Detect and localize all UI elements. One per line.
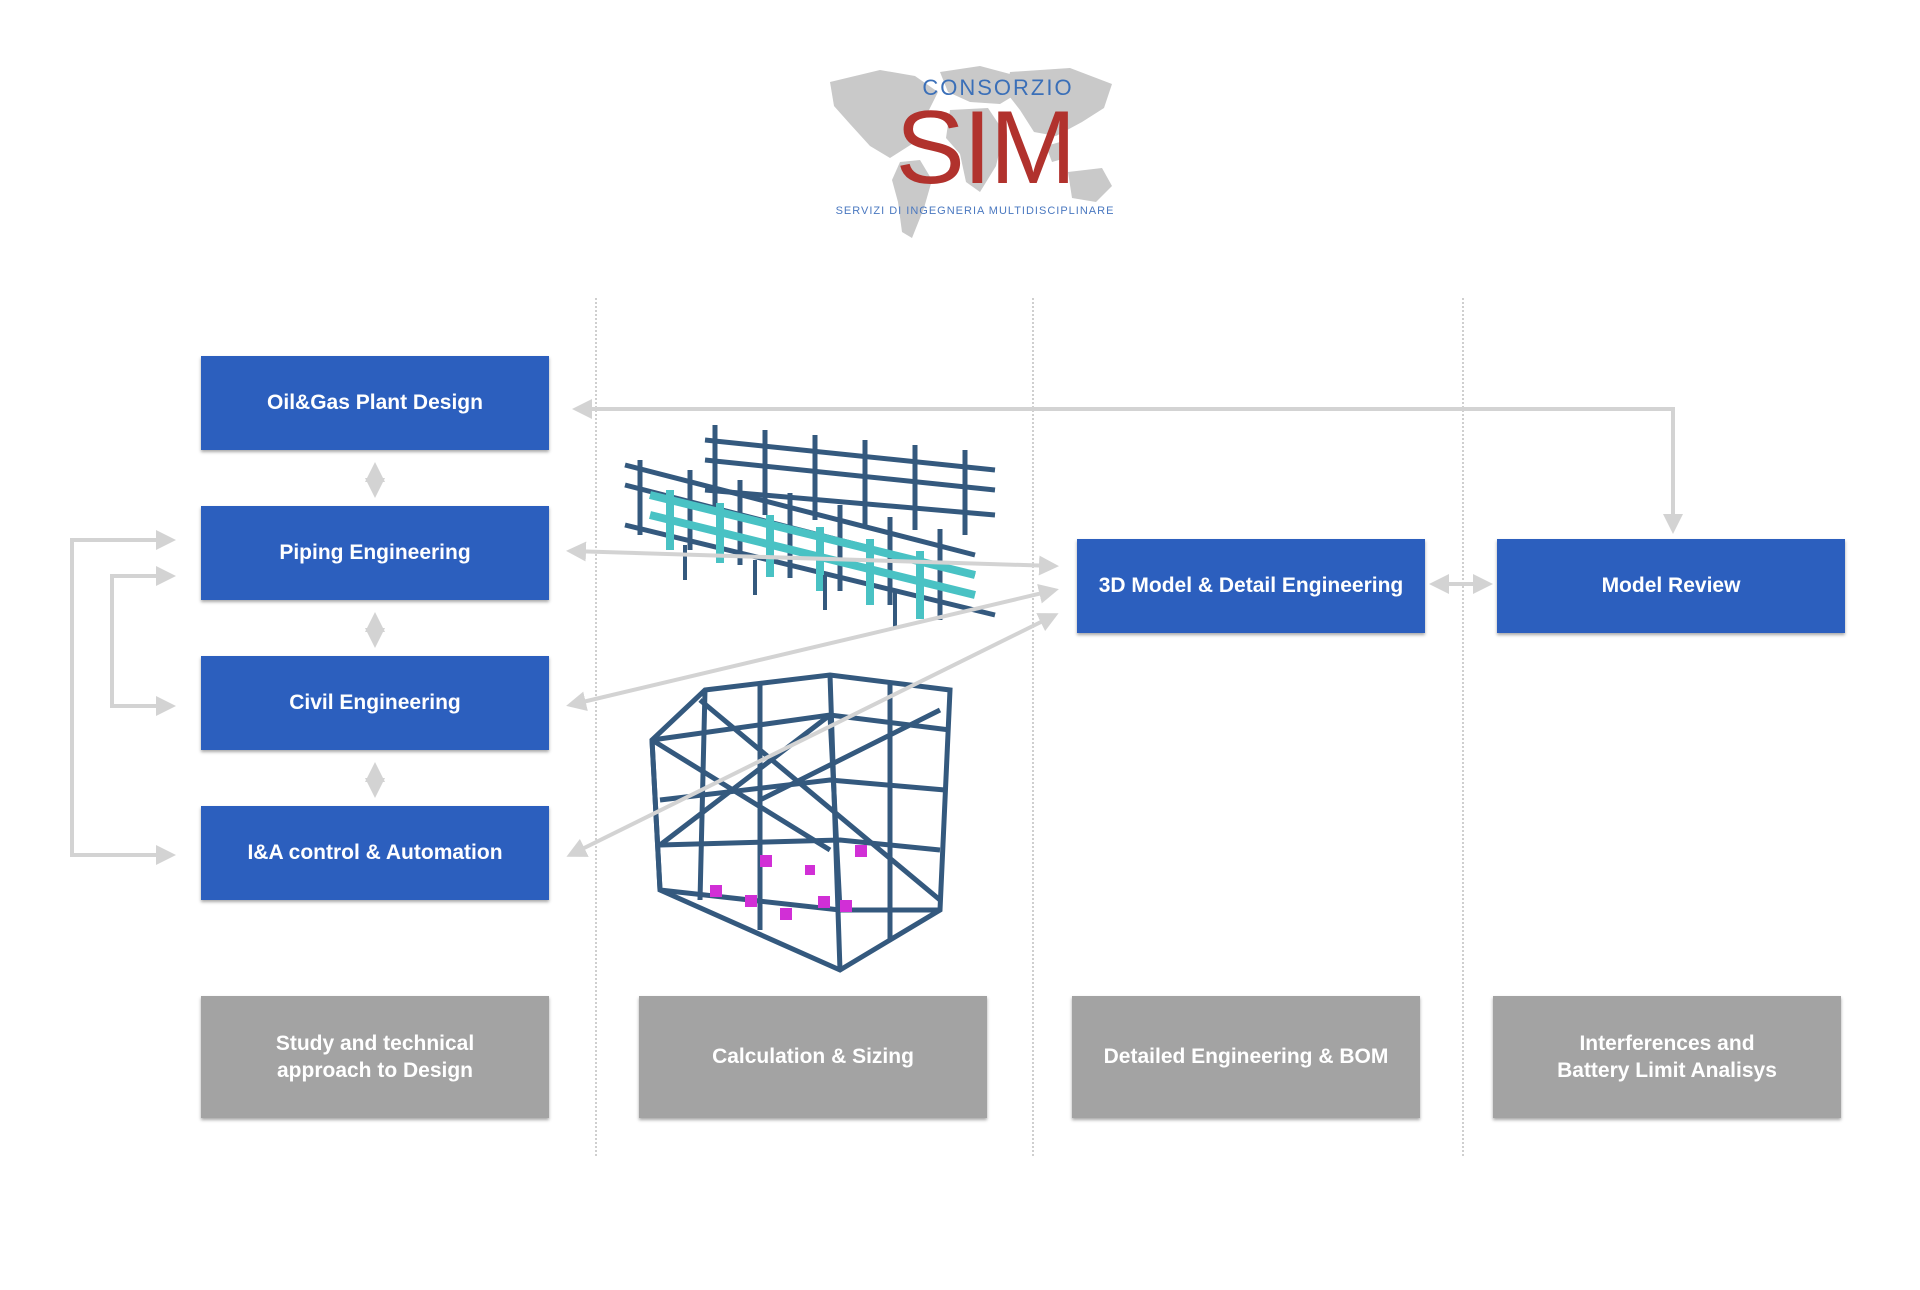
double-arrow xyxy=(566,583,1059,712)
box-ia-control-automation: I&A control & Automation xyxy=(201,806,549,900)
box-model-review: Model Review xyxy=(1497,539,1845,633)
phase-detailed-engineering-bom: Detailed Engineering & BOM xyxy=(1072,996,1420,1118)
loop-arrow xyxy=(110,574,176,716)
double-arrow xyxy=(566,541,1059,576)
column-separator xyxy=(1462,298,1464,1156)
consorzio-sim-logo: CONSORZIO SIM SERVIZI DI INGEGNERIA MULT… xyxy=(820,62,1120,242)
phase-calculation-sizing: Calculation & Sizing xyxy=(639,996,987,1118)
double-arrow xyxy=(566,613,1059,857)
phase-study-design: Study and technical approach to Design xyxy=(201,996,549,1118)
box-3d-model-detail-engineering: 3D Model & Detail Engineering xyxy=(1077,539,1425,633)
logo-tagline: SERVIZI DI INGEGNERIA MULTIDISCIPLINARE xyxy=(835,205,1115,217)
phase-interferences-battery-limit: Interferences and Battery Limit Analisys xyxy=(1493,996,1841,1118)
box-civil-engineering: Civil Engineering xyxy=(201,656,549,750)
box-oilgas-plant-design: Oil&Gas Plant Design xyxy=(201,356,549,450)
logo-sim-text: SIM xyxy=(895,90,1077,206)
feedback-arrow xyxy=(572,399,1675,530)
loop-arrow xyxy=(70,538,176,865)
world-map-icon xyxy=(830,66,1112,238)
box-piping-engineering: Piping Engineering xyxy=(201,506,549,600)
logo-consorzio-text: CONSORZIO xyxy=(922,75,1074,100)
